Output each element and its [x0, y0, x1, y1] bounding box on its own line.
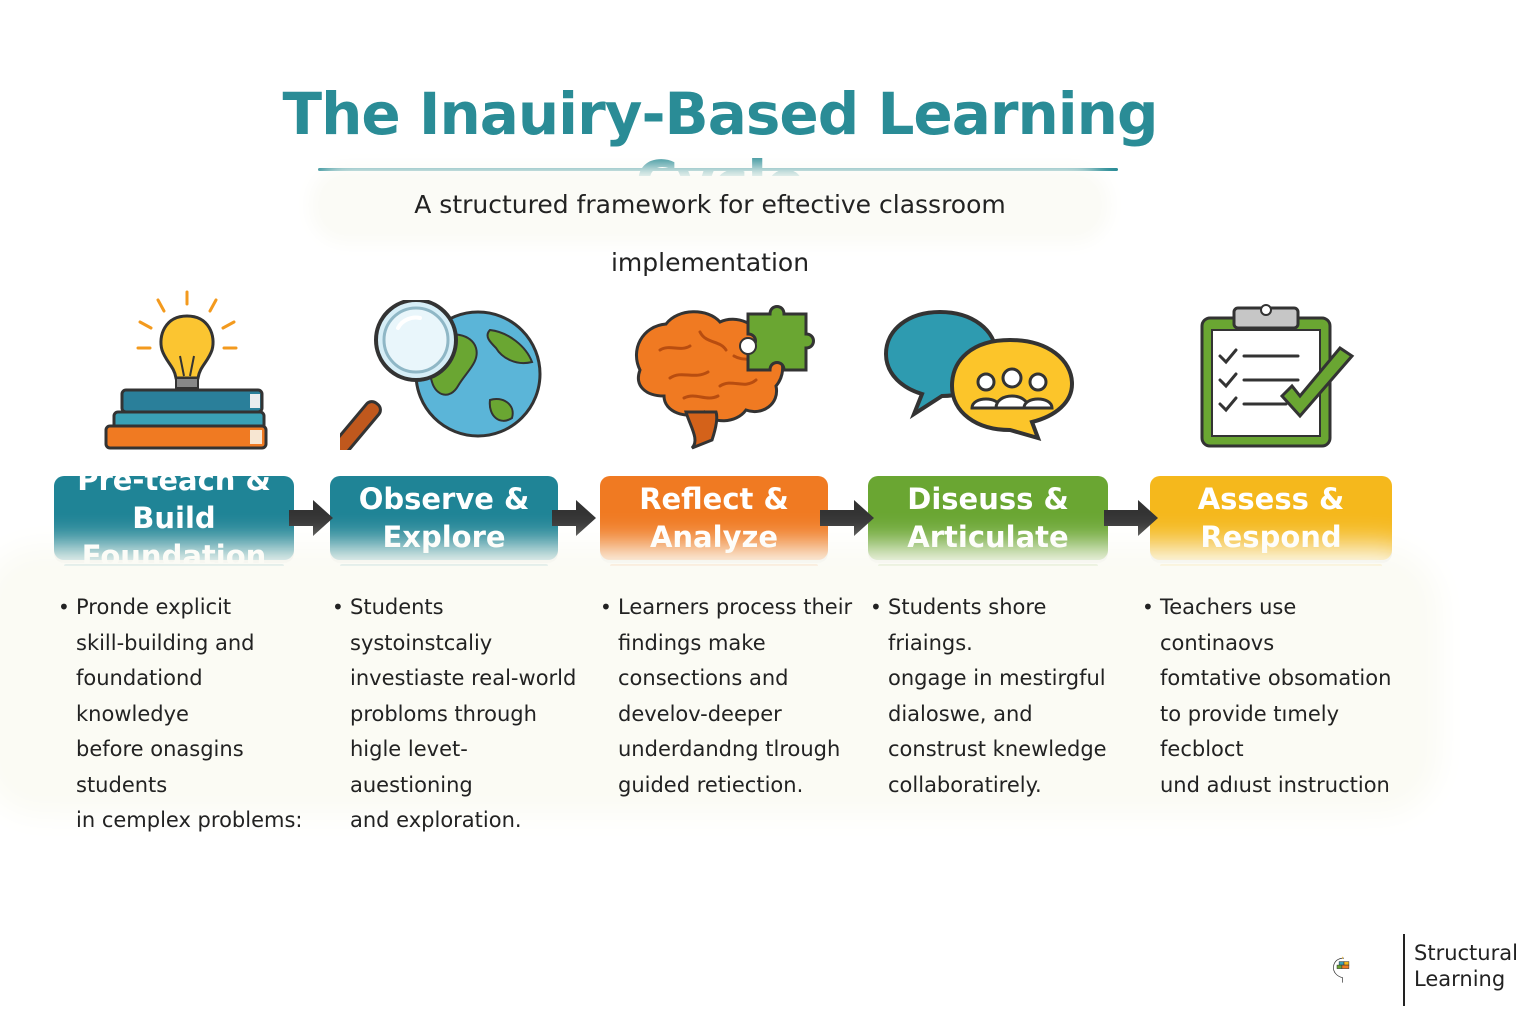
- logo-line2: Learning: [1414, 967, 1506, 991]
- stage-label-line1: Observe &: [358, 482, 530, 516]
- desc-line: in cemplex problems:: [76, 808, 303, 832]
- desc-line: underdandng tlrough: [618, 737, 841, 761]
- desc-line: investiaste real-world: [350, 666, 577, 690]
- stage-discuss: Diseuss & Articulate: [868, 476, 1108, 568]
- desc-line: ongage in mestirgful: [888, 666, 1106, 690]
- clipboard-check-icon: [1200, 304, 1355, 448]
- desc-line: collaboratirely.: [888, 772, 1042, 797]
- desc-line: probloms through: [350, 701, 537, 726]
- desc-line: Students shore friaings.: [888, 595, 1047, 655]
- stage-assess: Assess & Respond: [1150, 476, 1392, 568]
- bullet: •: [332, 595, 344, 619]
- brand-logo: Structural Learning: [1414, 940, 1518, 992]
- desc-line: dialoswe, and: [888, 701, 1033, 726]
- desc-line: und adıust instruction: [1160, 772, 1390, 797]
- desc-line: higle levet-auestioning: [350, 737, 473, 797]
- desc-line: findings make: [618, 630, 766, 655]
- desc-line: before onasgins students: [76, 737, 244, 797]
- speech-bubbles-icon: [883, 309, 1075, 442]
- magnifier-globe-icon: [340, 300, 542, 450]
- desc-line: construst knewledge: [888, 737, 1107, 761]
- desc-line: to provide tımely fecbloct: [1160, 701, 1340, 762]
- arrow-right-icon: [289, 500, 333, 536]
- stage-label-line2: Articulate: [907, 520, 1069, 554]
- stage-label-line1: Diseuss &: [907, 482, 1069, 516]
- stage-description: • Students systoinstcaliy investiaste re…: [332, 590, 590, 839]
- stage-label-line2: Respond: [1200, 520, 1342, 554]
- stage-description: • Pronde explicit skill-building and fou…: [58, 590, 316, 839]
- logo-divider: [1403, 934, 1405, 1006]
- arrow-right-icon: [1104, 500, 1158, 536]
- subtitle-banner: A structured framework for eftective cla…: [320, 176, 1100, 277]
- lightbulb-books-icon: [104, 290, 268, 450]
- stage-description: • Learners process their findings make c…: [600, 590, 858, 803]
- stage-label-line1: Pre-teach &: [77, 463, 271, 497]
- desc-line: skill-building and: [76, 630, 255, 655]
- head-blocks-icon: [1333, 956, 1350, 983]
- stage-label-line1: Reflect &: [639, 482, 789, 516]
- desc-line: guided retiection.: [618, 772, 804, 797]
- stage-label-line1: Assess &: [1197, 482, 1345, 516]
- desc-line: Students systoinstcaliy: [350, 595, 493, 655]
- desc-line: develov-deeper: [618, 701, 782, 726]
- stage-observe: Observe & Explore: [330, 476, 558, 568]
- stage-description: • Students shore friaings. ongage in mes…: [870, 590, 1128, 803]
- bullet: •: [1142, 595, 1154, 619]
- desc-line: Teachers use continaovs: [1160, 595, 1297, 655]
- brain-puzzle-icon: [634, 305, 815, 450]
- title-underline: [318, 168, 1118, 171]
- stage-label-line2: Analyze: [649, 520, 779, 554]
- subtitle-text: A structured framework for eftective cla…: [414, 190, 1006, 277]
- desc-line: consections and: [618, 666, 789, 690]
- descriptions-panel: [0, 566, 1420, 796]
- desc-line: fomtative obsomation: [1160, 666, 1392, 690]
- stage-reflect: Reflect & Analyze: [600, 476, 828, 568]
- stage-pre-teach: Pre-teach & Build Foundation: [54, 463, 294, 573]
- arrow-right-icon: [820, 500, 874, 536]
- desc-line: Learners process their: [618, 595, 853, 619]
- stage-label-line2: Explore: [382, 520, 506, 554]
- bullet: •: [58, 595, 70, 619]
- bullet: •: [870, 595, 882, 619]
- logo-line1: Structural: [1414, 941, 1518, 965]
- desc-line: Pronde explicit: [76, 595, 232, 619]
- desc-line: foundationd knowledye: [76, 666, 203, 726]
- desc-line: and exploration.: [350, 808, 522, 832]
- bullet: •: [600, 595, 612, 619]
- stage-description: • Teachers use continaovs fomtative obso…: [1142, 590, 1410, 803]
- arrow-right-icon: [552, 500, 596, 536]
